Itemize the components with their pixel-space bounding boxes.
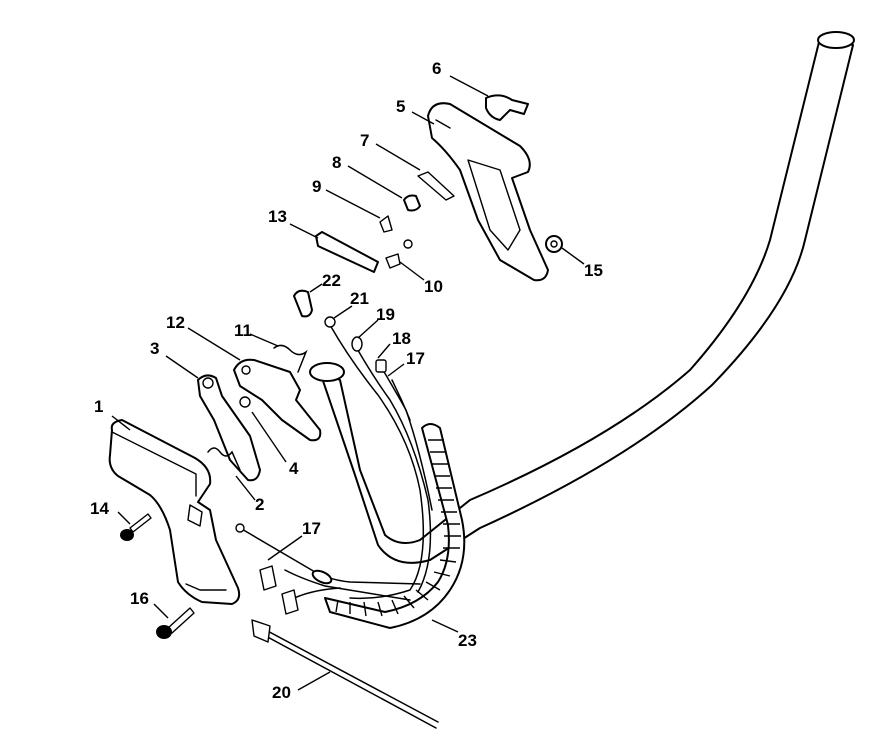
screw-14 <box>120 513 152 541</box>
callout-23: 23 <box>458 631 477 650</box>
callout-18: 18 <box>392 329 411 348</box>
callout-10: 10 <box>424 277 443 296</box>
spring-11 <box>273 344 308 373</box>
callout-9: 9 <box>312 177 321 196</box>
callout-12: 12 <box>166 313 185 332</box>
callout-7: 7 <box>360 131 369 150</box>
screw-10 <box>385 253 401 269</box>
callout-labels: 1 2 3 4 5 6 7 8 9 10 11 12 13 14 15 16 1… <box>90 59 603 702</box>
callout-21: 21 <box>350 289 369 308</box>
wiring-harness <box>235 316 433 615</box>
screw-16 <box>156 607 195 639</box>
control-cable <box>251 619 439 729</box>
plate-7 <box>417 171 455 201</box>
callout-20: 20 <box>272 683 291 702</box>
callout-5: 5 <box>396 97 405 116</box>
callout-6: 6 <box>432 59 441 78</box>
nut-15 <box>545 235 563 253</box>
callout-4: 4 <box>289 459 299 478</box>
corrugated-hose <box>324 423 466 629</box>
callout-11: 11 <box>234 321 252 340</box>
callout-19: 19 <box>376 305 395 324</box>
spring-2 <box>207 447 241 471</box>
callout-2: 2 <box>255 495 264 514</box>
pin-4 <box>239 396 251 408</box>
callout-15: 15 <box>584 261 603 280</box>
handlebar-tube <box>309 31 855 564</box>
callout-8: 8 <box>332 153 341 172</box>
knob-6 <box>485 94 529 121</box>
trigger-12 <box>233 358 322 442</box>
clip-9 <box>379 215 413 249</box>
callout-22: 22 <box>322 271 341 290</box>
cover-13 <box>315 231 379 273</box>
callout-13: 13 <box>268 207 287 226</box>
callout-16: 16 <box>130 589 149 608</box>
handle-housing-5 <box>427 102 549 282</box>
callout-1: 1 <box>94 397 103 416</box>
plug-8 <box>403 194 421 212</box>
handle-housing-1 <box>108 419 241 605</box>
leader-lines <box>111 75 585 691</box>
throttle-lever-3 <box>197 374 261 482</box>
callout-14: 14 <box>90 499 109 518</box>
plug-22 <box>293 289 313 318</box>
callout-3: 3 <box>150 339 159 358</box>
callout-17-lower: 17 <box>302 519 321 538</box>
callout-17-upper: 17 <box>406 349 425 368</box>
